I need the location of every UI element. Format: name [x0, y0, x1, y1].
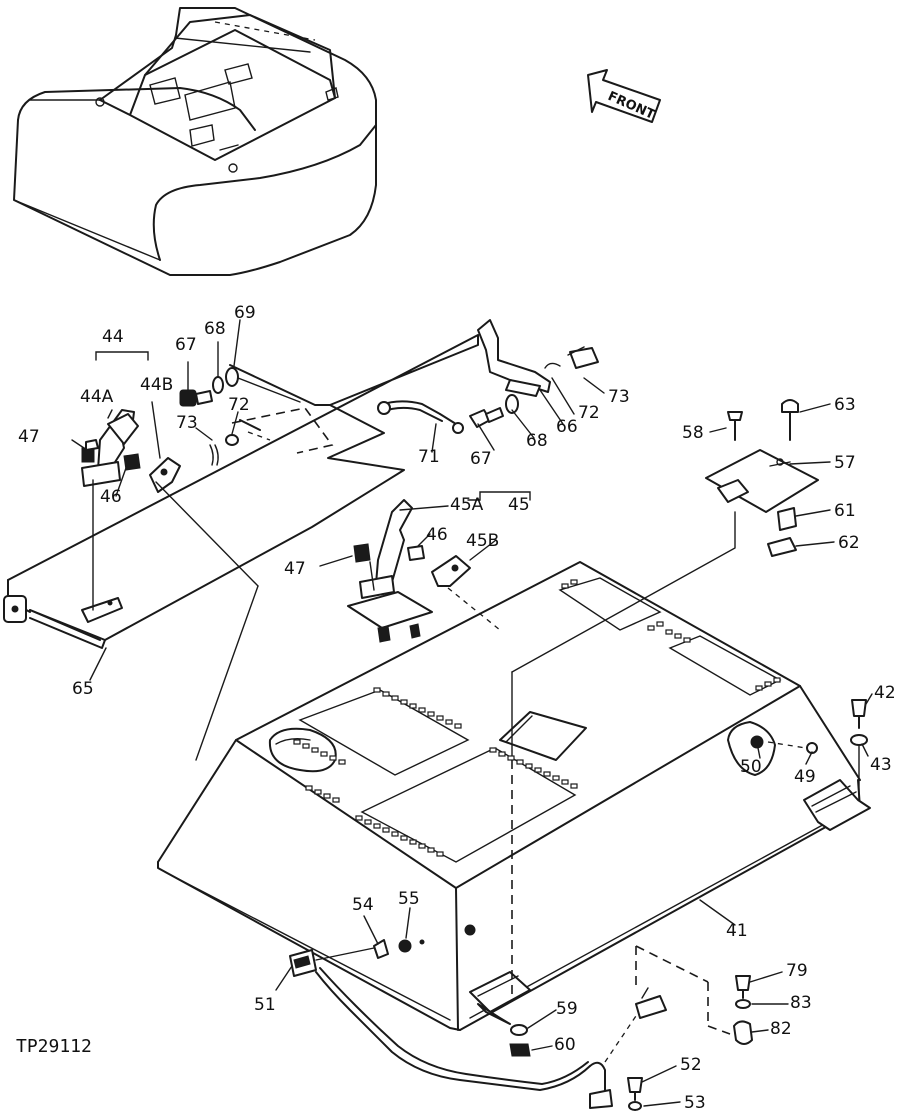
- callout-68-right: 68: [526, 431, 548, 451]
- callout-47-left: 47: [18, 427, 40, 447]
- callout-73-left: 73: [176, 413, 198, 433]
- hardware-group-top-left: [179, 367, 301, 466]
- machine-overview-sketch: [13, 7, 377, 276]
- callout-47-right: 47: [284, 559, 306, 579]
- callout-59: 59: [556, 999, 578, 1019]
- callout-41: 41: [726, 921, 748, 941]
- callout-63: 63: [834, 395, 856, 415]
- engine-hood-41: [157, 561, 871, 1031]
- callout-46-right: 46: [426, 525, 448, 545]
- callout-67-right: 67: [470, 449, 492, 469]
- callout-42: 42: [874, 683, 896, 703]
- callout-45: 45: [508, 495, 530, 515]
- access-panel-65: [3, 334, 479, 649]
- figure-id: TP29112: [16, 1036, 92, 1057]
- callout-58: 58: [682, 423, 704, 443]
- bolt-42-washer-43: [850, 699, 868, 801]
- callout-44: 44: [102, 327, 124, 347]
- cover-plate-57: [511, 399, 819, 761]
- callout-72-right: 72: [578, 403, 600, 423]
- vent-slots: [293, 579, 781, 857]
- callout-57: 57: [834, 453, 856, 473]
- callout-60: 60: [554, 1035, 576, 1055]
- callout-51: 51: [254, 995, 276, 1015]
- latch-assembly-45: [347, 499, 501, 643]
- callout-62: 62: [838, 533, 860, 553]
- callout-69: 69: [234, 303, 256, 323]
- callout-49: 49: [794, 767, 816, 787]
- front-arrow-icon: FRONT: [587, 69, 661, 123]
- callout-50: 50: [740, 757, 762, 777]
- callout-45a: 45A: [450, 495, 484, 515]
- callout-44a: 44A: [80, 387, 114, 407]
- callout-82: 82: [770, 1019, 792, 1039]
- callout-54: 54: [352, 895, 374, 915]
- callout-44b: 44B: [140, 375, 173, 395]
- callout-65: 65: [72, 679, 94, 699]
- callout-labels: 44 44A 44B 47 46 67 68 69 72 73 71 67 68…: [16, 303, 896, 1113]
- washer-59-nut-60: [509, 1024, 531, 1057]
- callout-68-left: 68: [204, 319, 226, 339]
- callout-72-left: 72: [228, 395, 250, 415]
- callout-55: 55: [398, 889, 420, 909]
- callout-43: 43: [870, 755, 892, 775]
- callout-53: 53: [684, 1093, 706, 1113]
- leader-lines: [71, 319, 873, 1107]
- callout-67-left: 67: [175, 335, 197, 355]
- callout-79: 79: [786, 961, 808, 981]
- support-rod-71: [377, 319, 599, 434]
- callout-83: 83: [790, 993, 812, 1013]
- callout-46-left: 46: [100, 487, 122, 507]
- callout-45b: 45B: [466, 531, 499, 551]
- hardware-group-top-right: [469, 394, 519, 428]
- callout-71: 71: [418, 447, 440, 467]
- callout-73-right: 73: [608, 387, 630, 407]
- latch-assembly-44: [81, 409, 259, 611]
- chain-assembly: [289, 939, 753, 1111]
- callout-52: 52: [680, 1055, 702, 1075]
- callout-66: 66: [556, 417, 578, 437]
- callout-61: 61: [834, 501, 856, 521]
